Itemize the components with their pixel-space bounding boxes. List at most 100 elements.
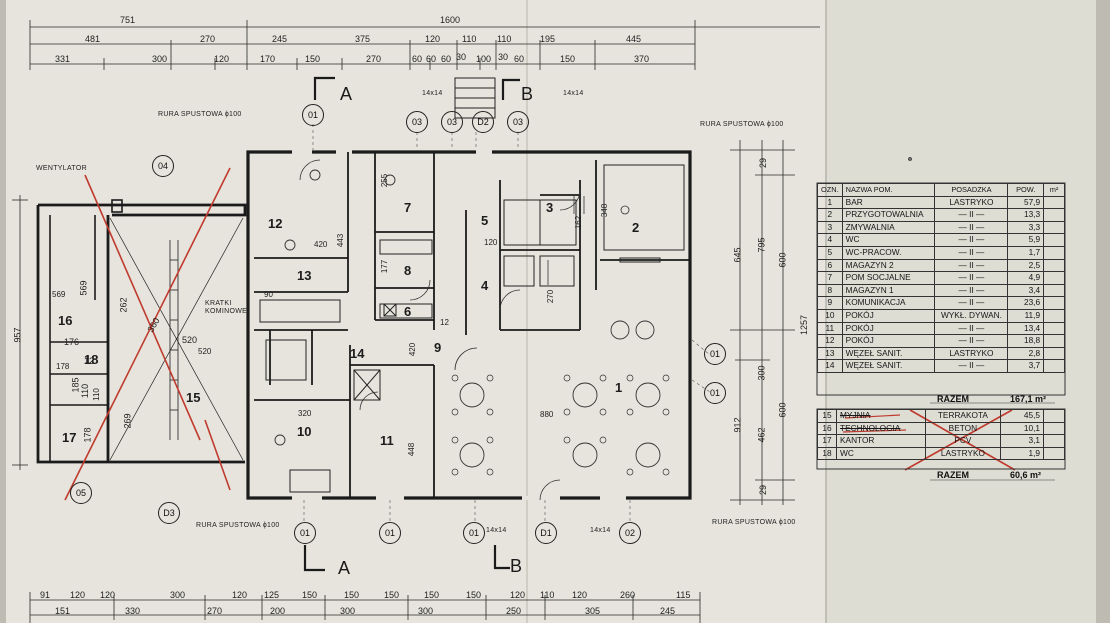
note-14x14-a: 14x14	[422, 90, 443, 97]
schedule-unit-cell	[1043, 245, 1065, 260]
room-4-dim: 270	[546, 289, 556, 304]
total-annex-value: 60,6 m²	[1010, 470, 1042, 480]
schedule-floor: LASTRYKO	[934, 195, 1009, 210]
room-10-label: 10	[297, 424, 312, 439]
schedule-annex-unit-cell	[1043, 446, 1065, 461]
dim-bottom-120c: 120	[232, 590, 248, 600]
schedule-floor: — II —	[934, 271, 1009, 285]
schedule-name: BAR	[841, 195, 936, 210]
schedule-unit-cell	[1043, 271, 1065, 285]
section-a-top: A	[340, 84, 353, 104]
header-floor: POSADZKA	[934, 183, 1009, 197]
schedule-area: 3,3	[1007, 220, 1045, 235]
axis-bottom-02: 02	[619, 522, 641, 544]
schedule-annex-floor: PCV	[924, 434, 1002, 448]
dim-top-30b: 30	[498, 52, 509, 62]
room-3-dim: 162	[574, 215, 584, 230]
note-rura-bottom-right: RURA SPUSTOWA ϕ100	[712, 519, 796, 526]
room-schedule-header: OZN. NAZWA POM. POSADZKA POW. m²	[817, 183, 1065, 197]
schedule-floor: WYKŁ. DYWAN.	[934, 308, 1009, 323]
dim-top-60c: 60	[441, 54, 452, 64]
dim-bottom-150d: 150	[424, 590, 440, 600]
schedule-unit-cell	[1043, 321, 1065, 336]
room-6-dim: 12	[440, 318, 449, 327]
dim-left-12: 12	[84, 356, 95, 366]
schedule-annex-code: 18	[817, 446, 837, 461]
dim-top-331: 331	[55, 54, 71, 64]
schedule-code: 5	[817, 245, 843, 260]
schedule-floor: LASTRYKO	[934, 346, 1009, 361]
schedule-area: 11,9	[1007, 308, 1045, 323]
room-10-dim: 320	[298, 409, 312, 418]
schedule-code: 2	[817, 208, 843, 222]
dim-bottom-300: 300	[170, 590, 186, 600]
dim-bottom-115: 115	[676, 590, 691, 600]
schedule-area: 2,8	[1007, 346, 1045, 361]
schedule-annex-name: WC	[836, 446, 926, 461]
dim-right-645: 645	[732, 247, 743, 263]
schedule-unit-cell	[1043, 283, 1065, 298]
schedule-floor: — II —	[934, 334, 1009, 348]
dim-left-178: 178	[82, 427, 93, 443]
dim-top-100: 100	[476, 54, 492, 64]
schedule-floor: — II —	[934, 233, 1009, 247]
dim-bottom-245: 245	[660, 606, 676, 616]
axis-bottom-d3: D3	[158, 502, 180, 524]
header-unit: m²	[1043, 183, 1065, 197]
note-rura-bottom-left: RURA SPUSTOWA ϕ100	[196, 522, 280, 529]
room-18-label: 18	[84, 352, 99, 367]
note-wentylator: WENTYLATOR	[36, 165, 87, 172]
dim-top-751: 751	[120, 15, 136, 25]
dim-bottom-270: 270	[207, 606, 223, 616]
dim-bottom-300b: 300	[340, 606, 356, 616]
dim-bottom-120b: 120	[100, 590, 116, 600]
schedule-area: 57,9	[1007, 195, 1045, 210]
room-2-dim: 348	[600, 203, 610, 218]
dim-right-600b: 600	[777, 402, 788, 418]
header-area: POW.	[1007, 183, 1045, 197]
schedule-unit-cell	[1043, 195, 1065, 210]
schedule-floor: — II —	[934, 245, 1009, 260]
dim-left-262: 262	[118, 297, 129, 313]
schedule-unit-cell	[1043, 296, 1065, 310]
schedule-annex-name: TECHNOLOGIA	[836, 421, 926, 436]
schedule-code: 3	[817, 220, 843, 235]
note-rura-top-right: RURA SPUSTOWA ϕ100	[700, 121, 784, 128]
room-16-label: 16	[58, 313, 73, 328]
total-main-value: 167,1 m²	[1010, 394, 1047, 404]
schedule-unit-cell	[1043, 258, 1065, 273]
schedule-name: WC-PRACOW.	[841, 245, 936, 260]
schedule-area: 1,7	[1007, 245, 1045, 260]
axis-bottom-01a: 01	[294, 522, 316, 544]
dim-bottom-120e: 120	[572, 590, 588, 600]
axis-top-d2: D2	[472, 111, 494, 133]
schedule-name: KOMUNIKACJA	[841, 296, 936, 310]
room-3-label: 3	[546, 200, 554, 215]
schedule-code: 9	[817, 296, 843, 310]
room-2-label: 2	[632, 220, 640, 235]
dim-top-245: 245	[272, 34, 288, 44]
schedule-name: WC	[841, 233, 936, 247]
schedule-annex-area: 3,1	[1000, 434, 1044, 448]
room-1-dim: 880	[540, 410, 554, 419]
dim-top-445: 445	[626, 34, 642, 44]
note-14x14-c: 14x14	[486, 527, 507, 534]
schedule-annex-code: 17	[817, 434, 837, 448]
room-12-label: 12	[268, 216, 283, 231]
dim-right-29a: 29	[758, 157, 769, 169]
schedule-code: 4	[817, 233, 843, 247]
axis-top-01: 01	[302, 104, 324, 126]
axis-bottom-01b: 01	[379, 522, 401, 544]
schedule-code: 6	[817, 258, 843, 273]
schedule-unit-cell	[1043, 233, 1065, 247]
schedule-area: 23,6	[1007, 296, 1045, 310]
dim-right-462: 462	[756, 427, 767, 443]
dim-right-300: 300	[756, 365, 767, 381]
